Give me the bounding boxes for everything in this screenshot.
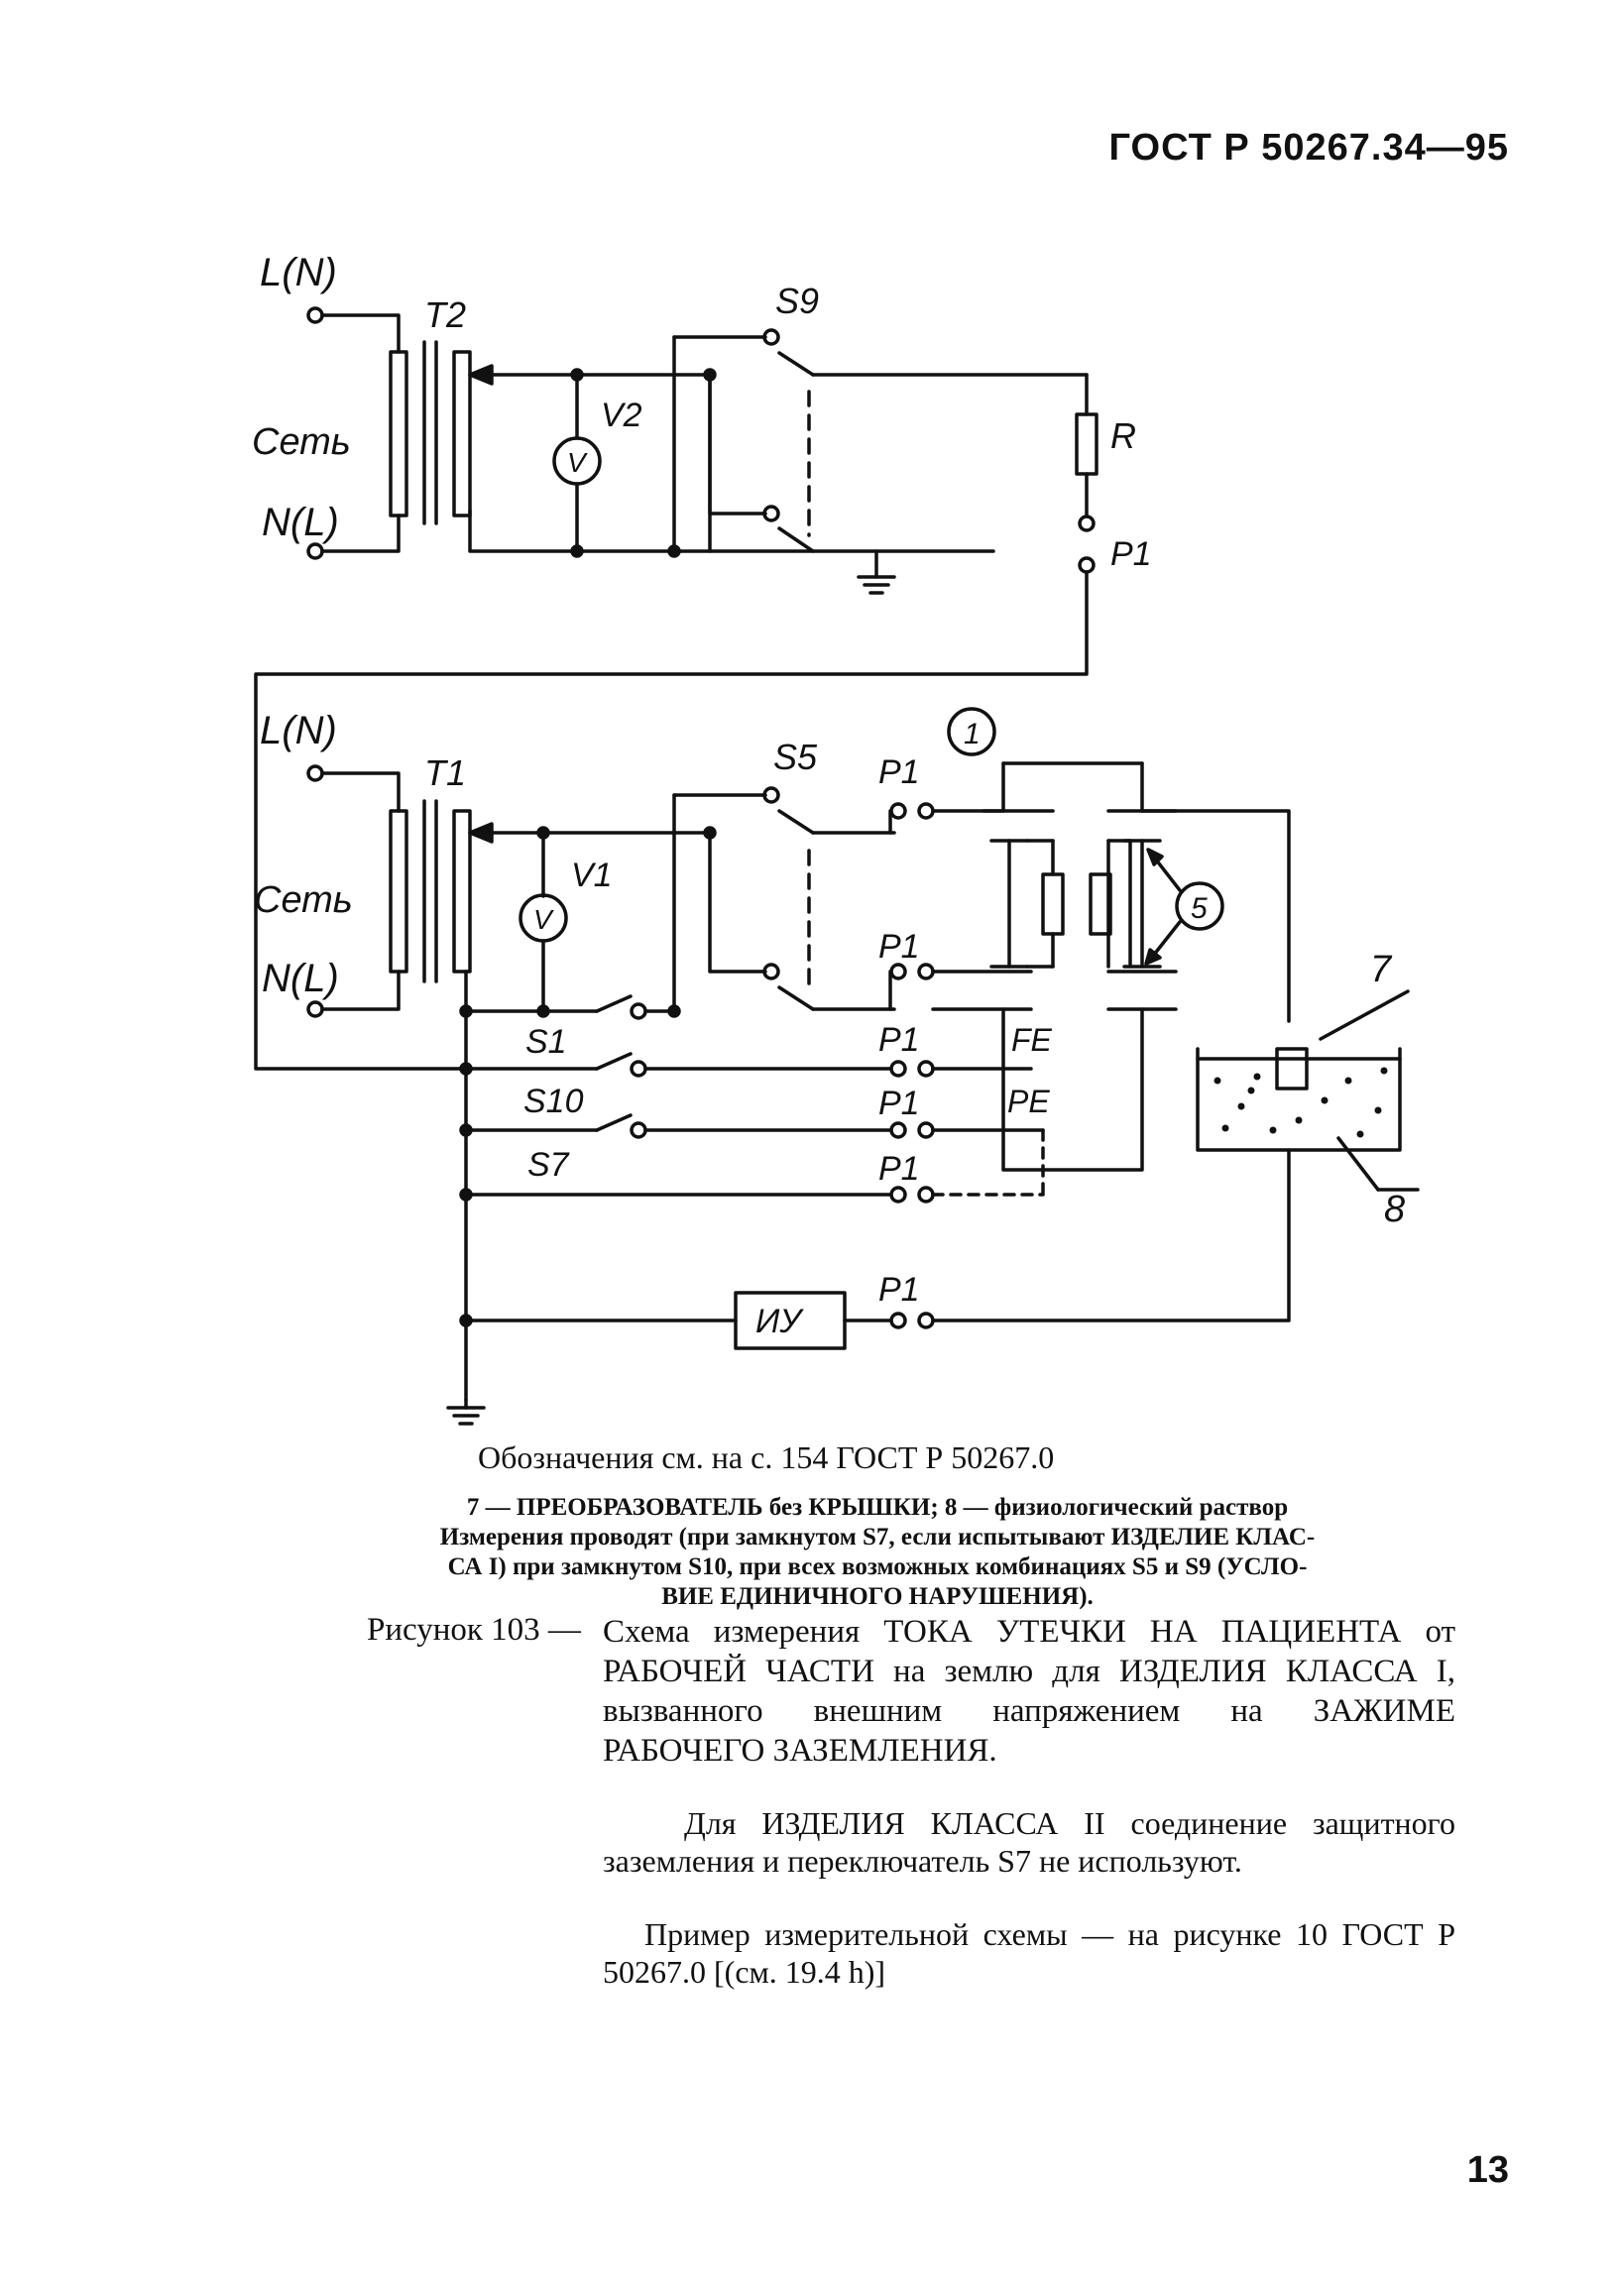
notes-line-4: ВИЕ ЕДИНИЧНОГО НАРУШЕНИЯ). — [661, 1583, 1094, 1610]
notes-line-2: Измерения проводят (при замкнутом S7, ес… — [439, 1524, 1316, 1550]
upper-ground-symbol — [857, 549, 896, 595]
label-upper-mains: Сеть — [252, 421, 351, 463]
label-s9: S9 — [775, 281, 819, 321]
measurement-circuit-diagram: L(N) Сеть N(L) T2 V V2 S9 R P1 L(N) Сеть… — [252, 251, 1420, 1426]
label-p1-e: P1 — [878, 1150, 920, 1188]
figure-notes: 7 — ПРЕОБРАЗОВАТЕЛЬ без КРЫШКИ; 8 — физи… — [327, 1493, 1428, 1612]
figure-label: Рисунок 103 — — [367, 1612, 581, 1648]
label-v2: V2 — [601, 397, 642, 434]
transformer-t2 — [389, 340, 995, 553]
diagram-labels: L(N) Сеть N(L) T2 V V2 S9 R P1 L(N) Сеть… — [252, 251, 1405, 1340]
voltmeter-v1-symbol: V — [533, 904, 554, 935]
marker-5: 5 — [1191, 892, 1208, 925]
legend-reference: Обозначения см. на с. 154 ГОСТ Р 50267.0 — [478, 1439, 1055, 1475]
label-upper-l-n: L(N) — [260, 251, 337, 294]
document-header: ГОСТ Р 50267.34—95 — [1108, 127, 1509, 169]
applied-part-electrodes — [931, 761, 1291, 1197]
marker-7: 7 — [1370, 949, 1393, 990]
label-s1: S1 — [525, 1023, 567, 1061]
class-2-note: Для ИЗДЕЛИЯ КЛАССА II соединение защитно… — [603, 1805, 1455, 1879]
p1-contact-pairs — [888, 802, 935, 1329]
notes-line-3: СА I) при замкнутом S10, при всех возмож… — [447, 1553, 1308, 1580]
voltmeter-v2-symbol: V — [567, 447, 588, 478]
page-number: 13 — [1466, 2149, 1509, 2191]
lower-mains-terminals — [306, 764, 401, 1018]
label-p1-f: P1 — [878, 1271, 920, 1309]
voltmeter-v2 — [552, 368, 602, 558]
arrows-to-marker-5 — [1144, 848, 1182, 966]
switch-s5 — [541, 786, 896, 1018]
label-measuring-device: ИУ — [755, 1303, 804, 1340]
label-p1-a: P1 — [878, 753, 920, 791]
label-s10: S10 — [523, 1083, 584, 1120]
label-p1-d: P1 — [878, 1085, 920, 1122]
label-lower-l-n: L(N) — [260, 709, 337, 752]
label-upper-n-l: N(L) — [262, 501, 339, 544]
transformer-t1 — [389, 799, 472, 1402]
figure-title: Схема измерения ТОКА УТЕЧКИ НА ПАЦИЕНТА … — [603, 1614, 1455, 1769]
label-p1-b: P1 — [878, 928, 920, 966]
switches-s1-s10-s7 — [459, 994, 892, 1327]
notes-line-1: 7 — ПРЕОБРАЗОВАТЕЛЬ без КРЫШКИ; 8 — физи… — [466, 1494, 1289, 1521]
lower-ground-symbol — [446, 1398, 486, 1426]
label-p1-c: P1 — [878, 1021, 920, 1059]
measuring-device-branch — [464, 1148, 1291, 1350]
label-s5: S5 — [773, 737, 818, 777]
label-pe: PE — [1007, 1084, 1050, 1119]
label-lower-n-l: N(L) — [262, 957, 339, 1000]
label-s7: S7 — [527, 1146, 570, 1184]
saline-tank — [1196, 989, 1420, 1192]
label-t1: T1 — [424, 752, 466, 793]
label-lower-mains: Сеть — [254, 879, 353, 921]
example-note: Пример измерительной схемы — на рисунке … — [603, 1916, 1455, 1990]
lower-tap-arrow — [468, 822, 545, 844]
label-r: R — [1110, 415, 1136, 456]
upper-tap-arrow — [468, 364, 579, 386]
label-v1: V1 — [571, 857, 613, 894]
marker-1: 1 — [964, 718, 981, 750]
marker-8: 8 — [1384, 1189, 1405, 1230]
label-upper-p1: P1 — [1110, 535, 1152, 573]
resistor-r — [254, 373, 1098, 1071]
marker-circles — [947, 707, 1224, 931]
switch-s9 — [575, 328, 1089, 558]
label-t2: T2 — [424, 294, 466, 335]
label-fe: FE — [1011, 1022, 1053, 1058]
upper-mains-terminals — [306, 306, 401, 560]
